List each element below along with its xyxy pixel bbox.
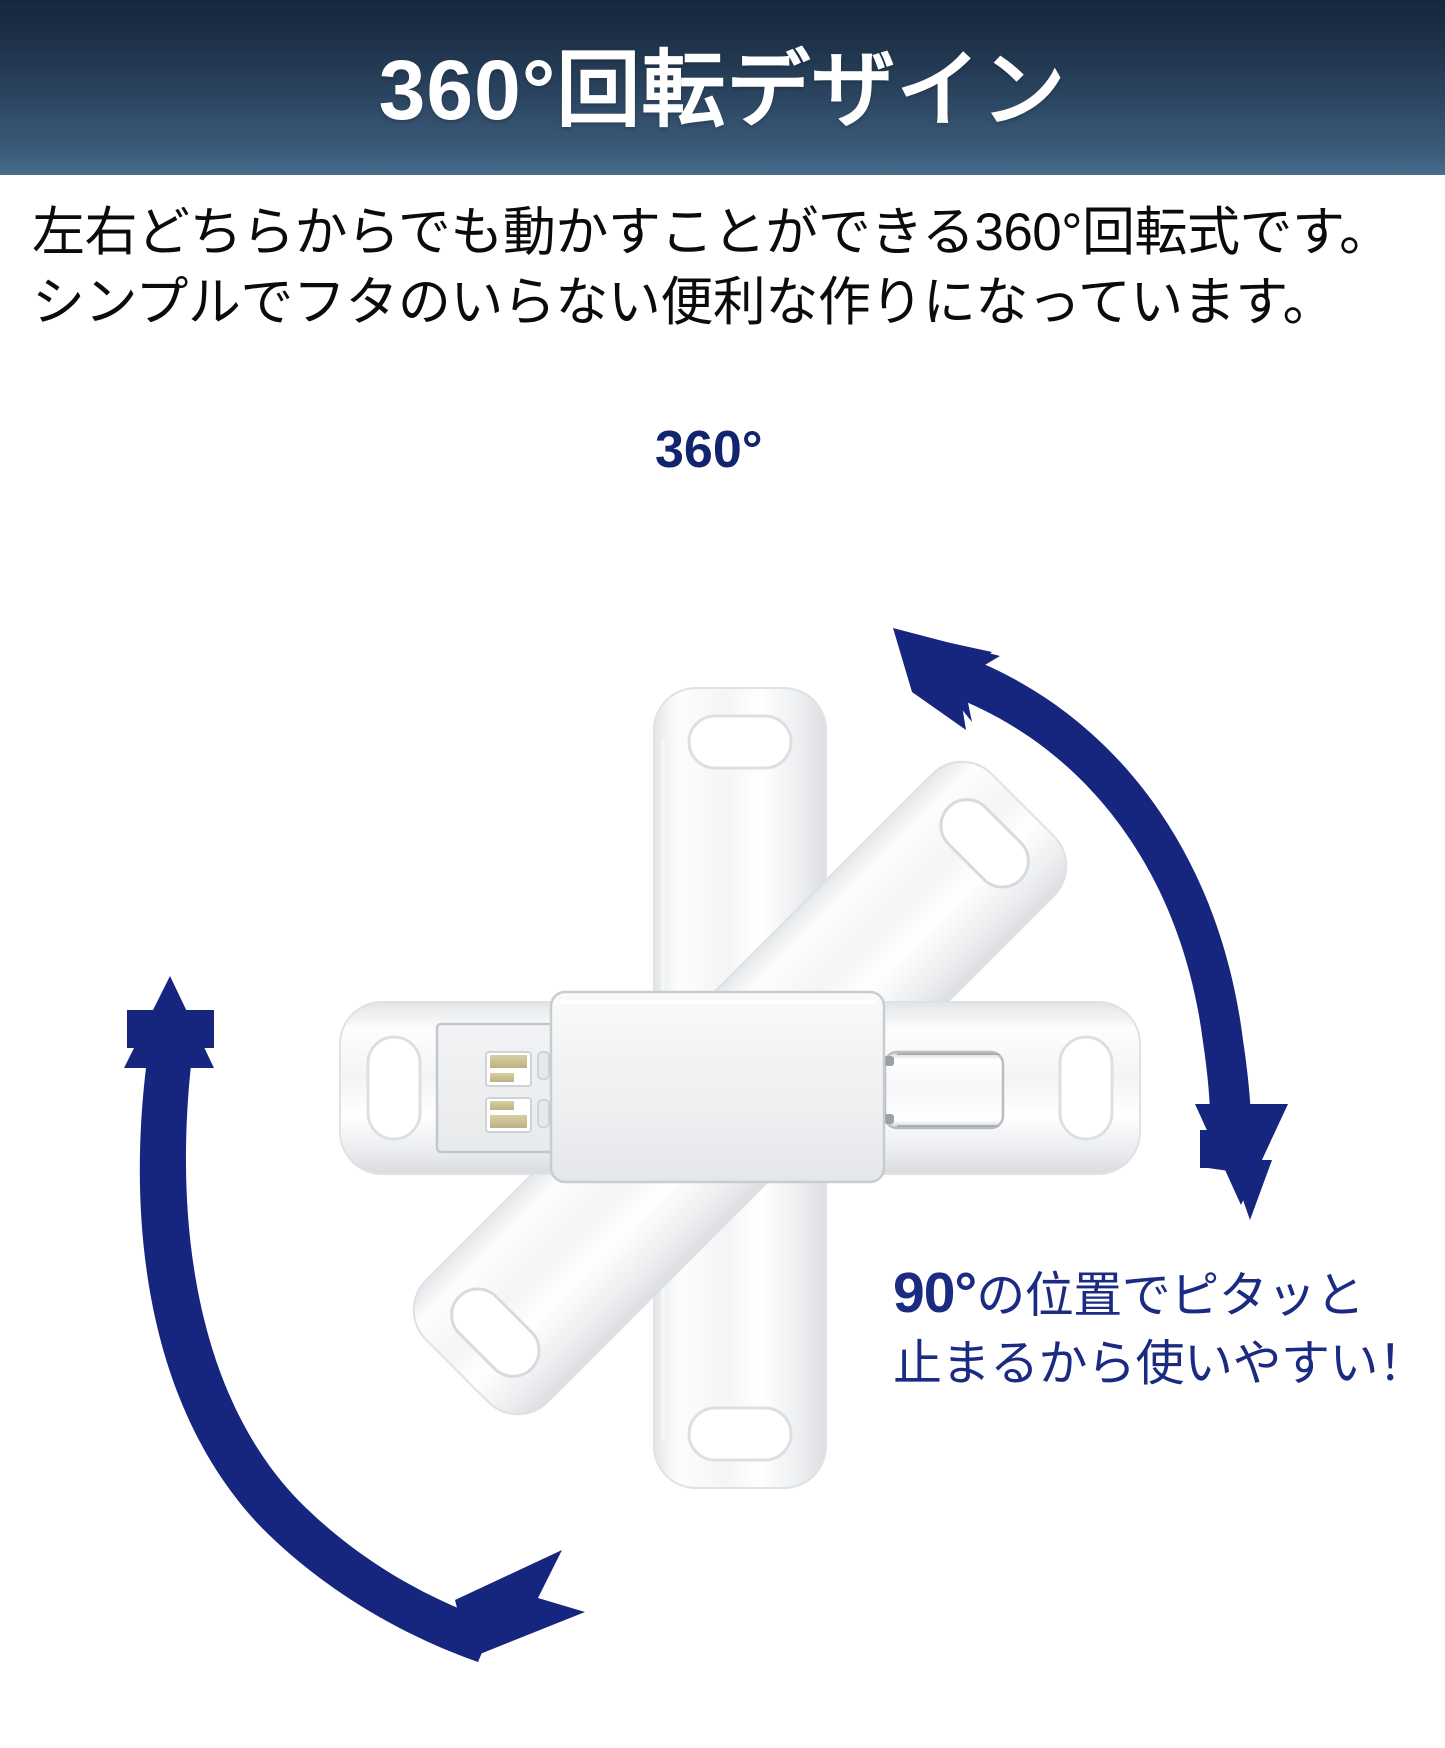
right-rotation-arc-arrow (900, 632, 1272, 1220)
caption-line-1-rest: の位置でピタッと (976, 1269, 1365, 1323)
rotation-diagram: 360° (0, 360, 1445, 1662)
right-arc-head-upleft (893, 628, 1000, 730)
usb-c-connector (883, 1050, 1005, 1130)
description-line-1: 左右どちらからでも動かすことができる360°回転式です。 (32, 203, 1392, 262)
caption-degree-emphasis: 90° (893, 1261, 977, 1325)
rotation-degree-label: 360° (655, 421, 763, 479)
caption-line-1: 90°の位置でピタッと (893, 1256, 1423, 1332)
usb-drive-body (549, 990, 886, 1184)
page-title: 360°回転デザイン (378, 42, 1067, 137)
left-arc-head-downright (455, 1550, 585, 1658)
caption-line-2: 止まるから使いやすい！ (893, 1336, 1427, 1391)
swivel-arm-vertical (653, 687, 827, 1489)
usb-drive-illustration (339, 687, 1141, 1489)
right-arc-head-down (1195, 1104, 1288, 1205)
usb-a-connector (435, 1022, 654, 1154)
left-rotation-arc-arrow (127, 1010, 495, 1662)
description-line-2: シンプルでフタのいらない便利な作りになっています。 (32, 272, 1335, 332)
snap-position-caption: 90°の位置でピタッと 止まるから使いやすい！ (893, 1256, 1427, 1397)
left-arc-head-up (124, 976, 214, 1068)
description-text: 左右どちらからでも動かすことができる360°回転式です。 シンプルでフタのいらな… (32, 198, 1422, 338)
swivel-arm-horizontal (339, 1001, 1141, 1175)
rotation-arrows (124, 628, 1288, 1662)
header-banner: 360°回転デザイン (0, 0, 1445, 175)
